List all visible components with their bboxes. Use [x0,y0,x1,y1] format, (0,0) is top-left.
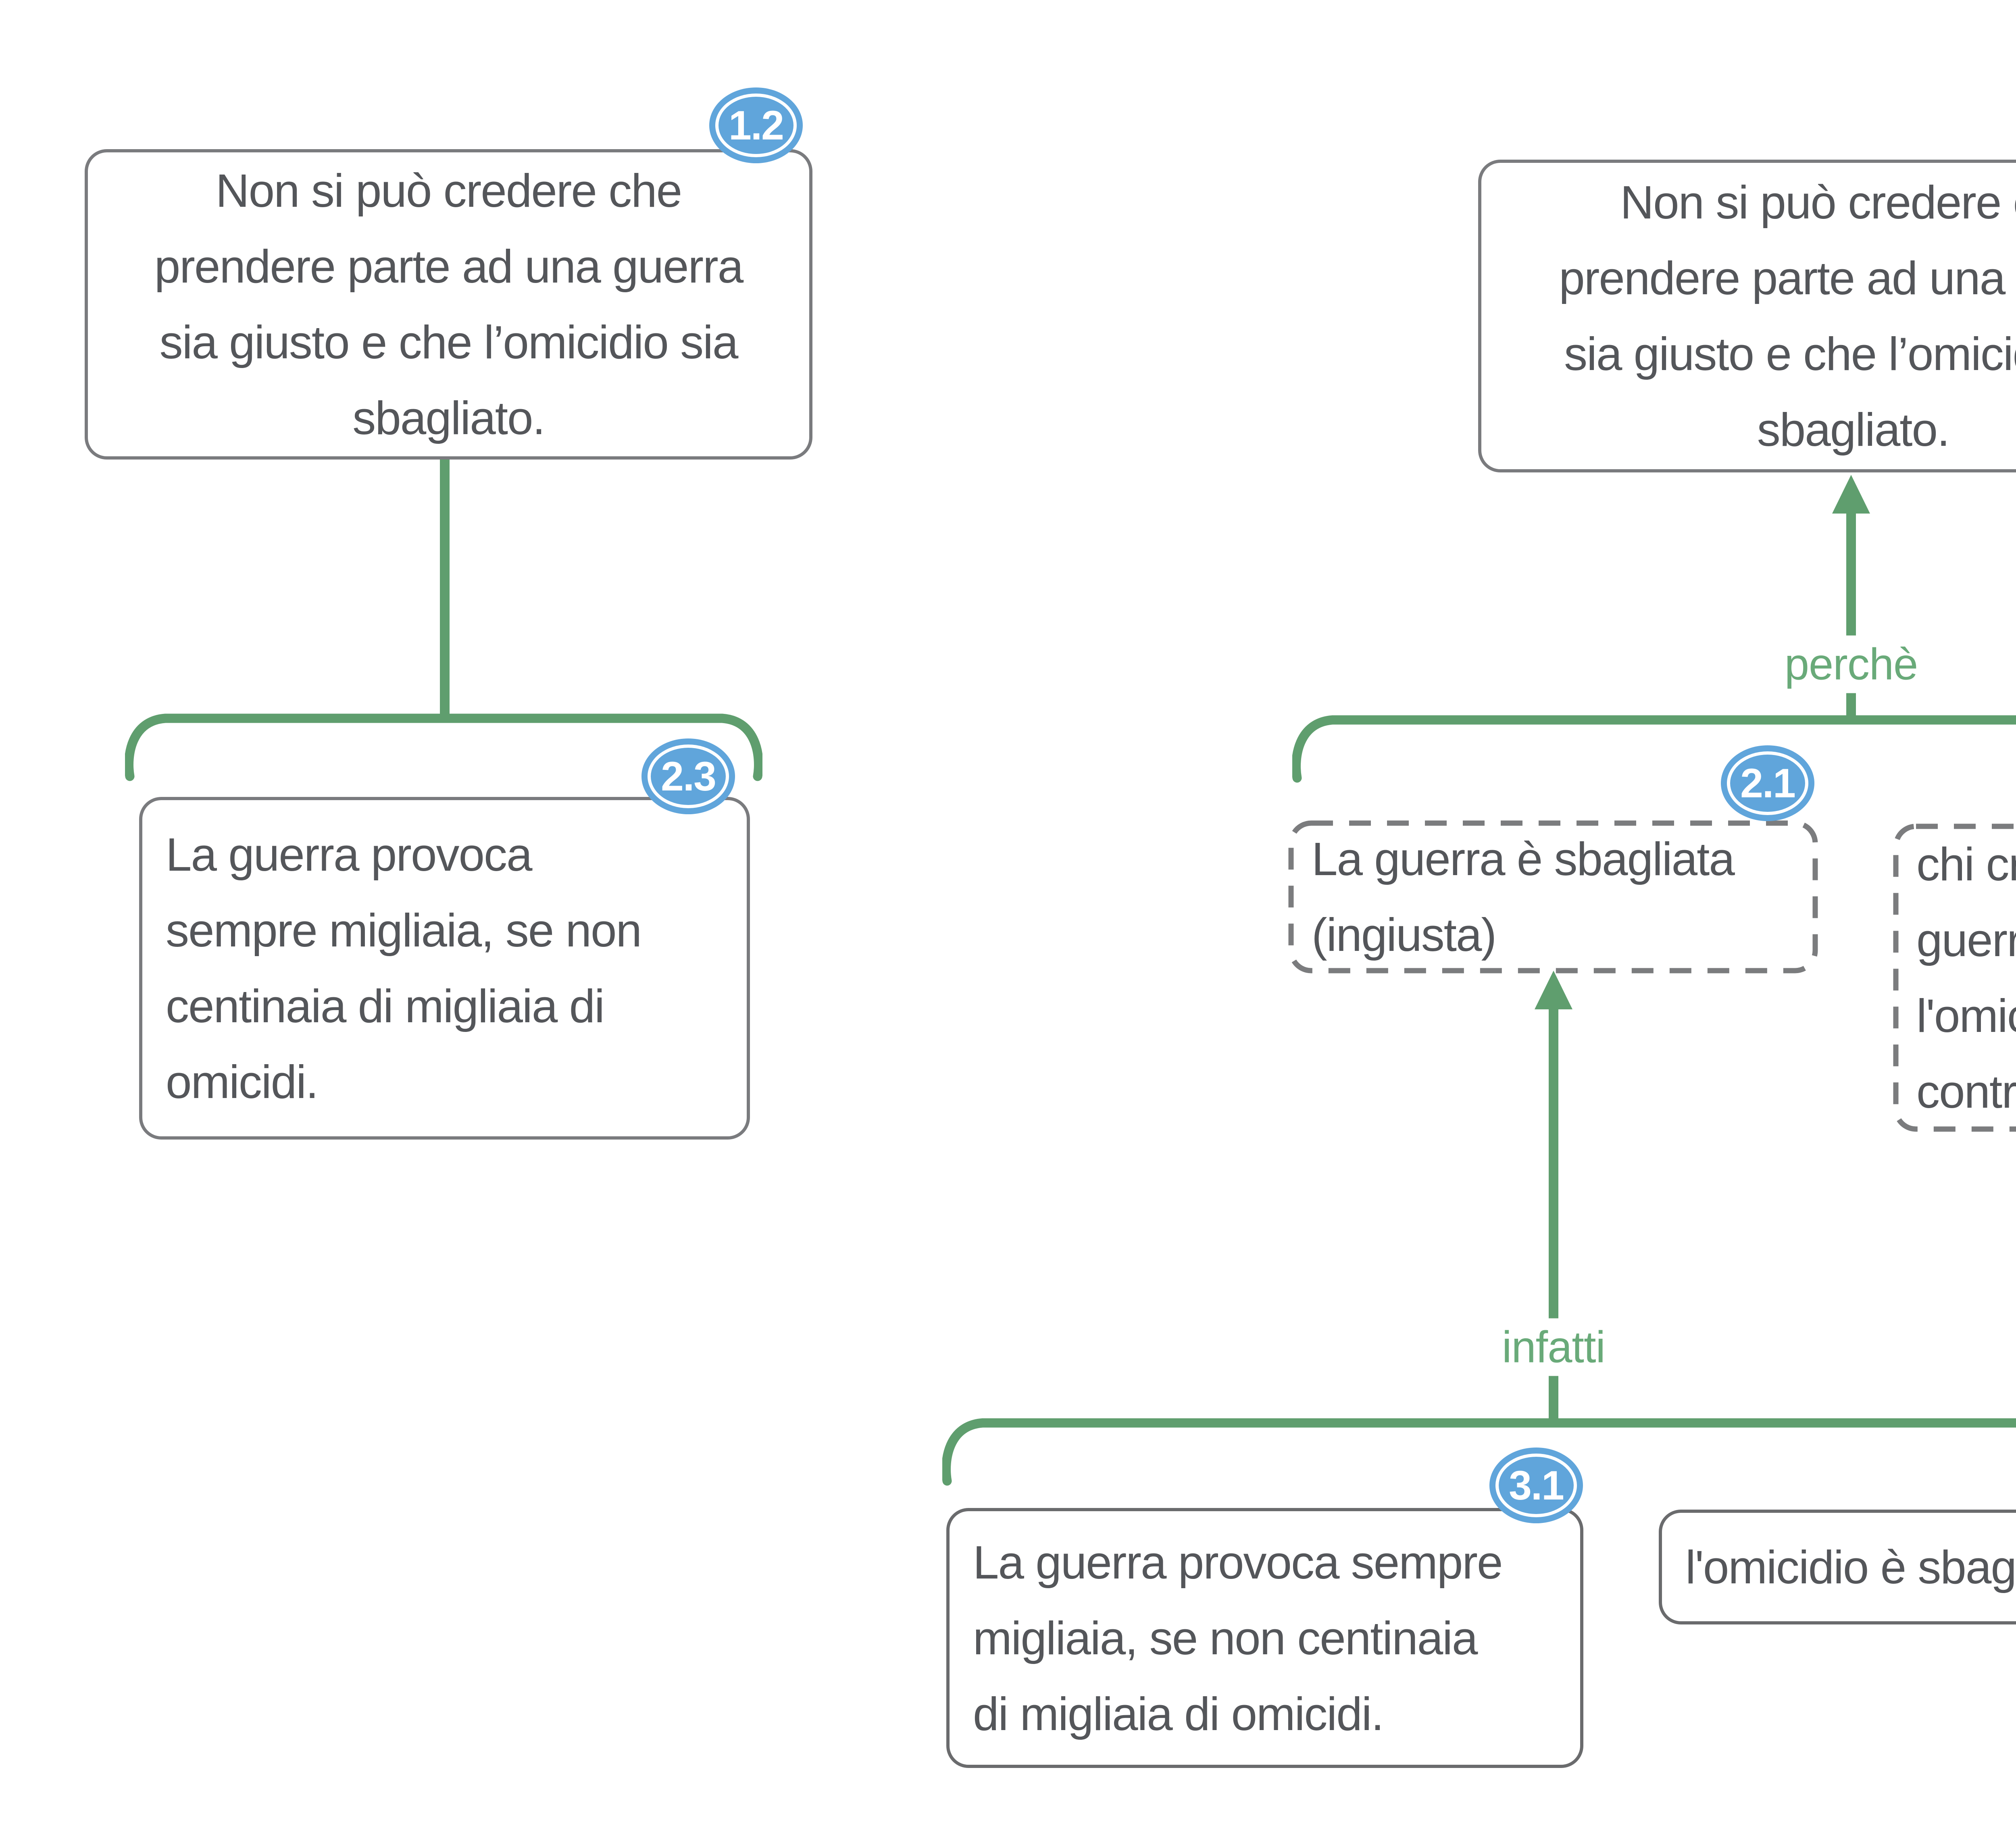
reason-box-2-1[interactable]: La guerra è sbagliata (ingiusta) [1288,820,1818,973]
reason-text-2-1: La guerra è sbagliata (ingiusta) [1312,833,1735,961]
badge-3-1[interactable]: 3.1 [1489,1448,1583,1523]
badge-number: 1.2 [729,102,784,148]
badge-ring [1727,751,1808,815]
reason-box-3-1[interactable]: La guerra provoca sempre migliaia, se no… [946,1508,1583,1768]
badge-2-3[interactable]: 2.3 [641,738,735,814]
reason-text-3-1: La guerra provoca sempre migliaia, se no… [973,1536,1503,1740]
dashed-border [1288,820,1818,973]
dashed-border [1893,824,2016,1132]
badge-1-2[interactable]: 1.2 [709,87,803,163]
badge-ring [1495,1454,1577,1517]
badge-number: 3.1 [1509,1462,1564,1508]
claim-text-1-2: Non si può credere che prendere parte ad… [154,164,744,444]
reason-text-2-2: chi crede che la guerra è giusta e l'omi… [1916,838,2016,1118]
relation-label-infatti[interactable]: infatti [1490,1318,1617,1376]
badge-2-1[interactable]: 2.1 [1721,745,1814,821]
arrowhead-up-icon [1535,971,1572,1009]
arrowhead-up-icon [1832,475,1870,514]
grouping-brace-right-lower [942,1418,2016,1486]
relation-label-perche[interactable]: perchè [1772,635,1930,693]
reason-box-2-2[interactable]: chi crede che la guerra è giusta e l'omi… [1893,824,2016,1132]
badge-number: 2.3 [661,753,716,799]
grouping-brace-right-upper [1292,715,2016,783]
grouping-brace-left [125,713,762,781]
reason-box-3-2[interactable]: l'omicidio è sbagliato [1659,1510,2016,1624]
badge-number: 2.1 [1740,760,1796,806]
reason-text-3-2: l'omicidio è sbagliato [1685,1541,2016,1593]
connector-line-1-2 [440,459,450,720]
badge-ring [648,745,729,808]
claim-text-1-1: Non si può credere che prendere parte ad… [1559,176,2016,456]
badge-ring [715,94,797,157]
claim-box-1-1[interactable]: Non si può credere che prendere parte ad… [1478,160,2016,472]
reason-text-2-3: La guerra provoca sempre migliaia, se no… [166,828,642,1108]
claim-box-1-2[interactable]: Non si può credere che prendere parte ad… [85,149,812,460]
reason-box-2-3[interactable]: La guerra provoca sempre migliaia, se no… [139,797,750,1140]
